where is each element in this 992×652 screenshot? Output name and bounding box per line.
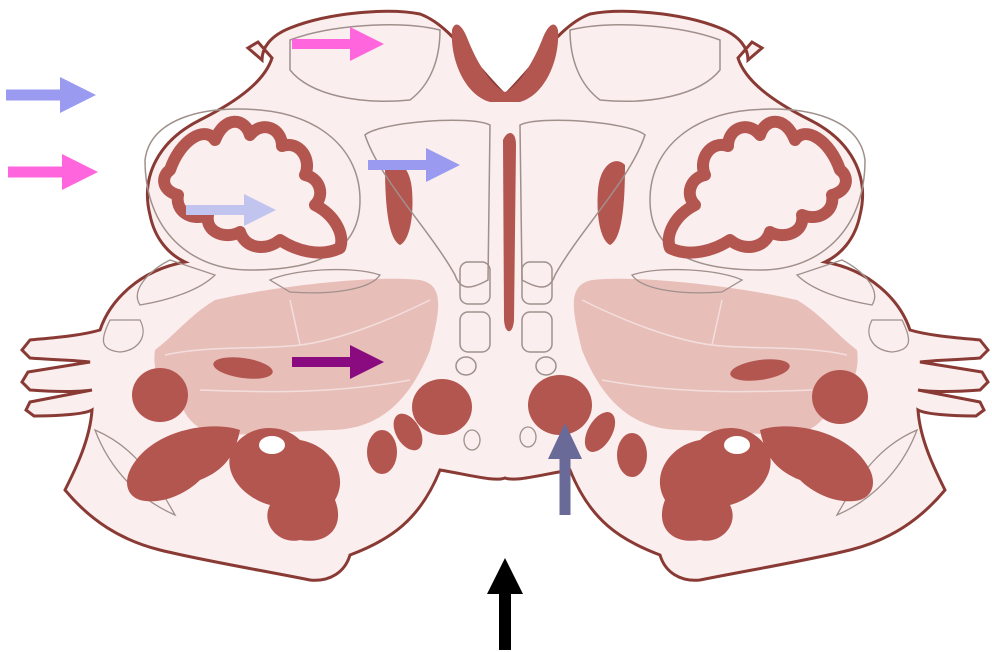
arrow-left-blue bbox=[6, 77, 96, 113]
arrow-left-pink bbox=[8, 154, 98, 190]
right-white-spot bbox=[724, 436, 750, 454]
median-raphe bbox=[503, 133, 516, 331]
right-paramedian-nucleus bbox=[528, 375, 592, 435]
right-lateral-nucleus bbox=[812, 370, 868, 424]
arrow-bottom-black bbox=[487, 558, 523, 650]
left-paramedian-nucleus bbox=[412, 379, 472, 435]
left-lateral-nucleus bbox=[132, 368, 188, 422]
left-white-spot bbox=[259, 436, 285, 454]
